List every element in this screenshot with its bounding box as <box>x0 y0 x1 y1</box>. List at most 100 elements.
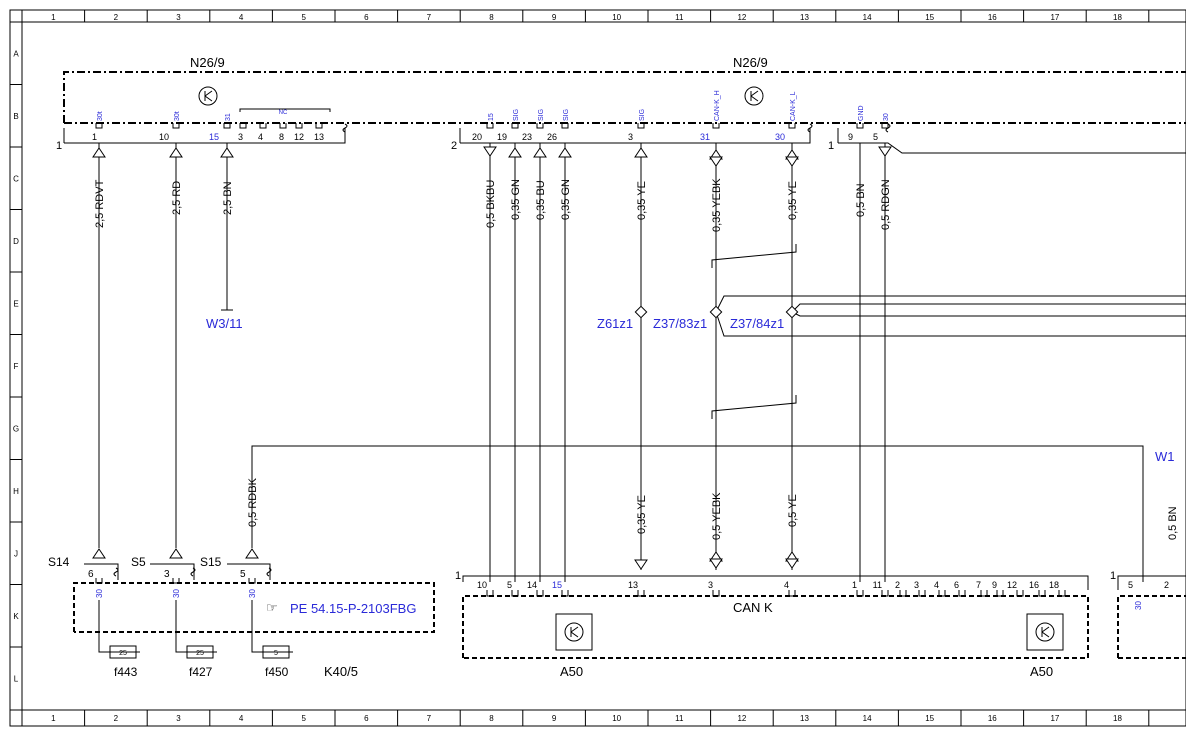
pin-socket <box>172 578 180 584</box>
grid-col-label: 17 <box>1050 13 1059 22</box>
pin-socket <box>856 123 864 129</box>
wire-label: 0,35 GN <box>560 179 572 220</box>
grid-col-label: 7 <box>427 13 432 22</box>
pin-label: 10 <box>477 580 487 590</box>
grid-col-label: 12 <box>737 13 746 22</box>
k40-5-label: K40/5 <box>324 664 358 679</box>
a50-right-label: A50 <box>1030 664 1053 679</box>
connector-arrow <box>878 146 892 157</box>
connector-end-mark <box>885 123 891 133</box>
n26-9-module: N26/9 N26/9 <box>63 55 1186 124</box>
grid-row-label: B <box>13 112 18 121</box>
pin-socket <box>637 590 645 597</box>
pin-socket <box>248 578 256 584</box>
grid-col-label: 5 <box>301 714 306 723</box>
grid-col-label: 3 <box>176 714 181 723</box>
connector-arrow <box>785 156 799 167</box>
z37-83z1-label: Z37/83z1 <box>653 316 707 331</box>
pin-label: 3 <box>708 580 713 590</box>
pin-socket <box>259 123 267 129</box>
grid-col-label: 1 <box>51 13 56 22</box>
pin-socket <box>881 123 889 129</box>
pin-socket <box>980 590 988 597</box>
connector-end-mark <box>266 567 272 577</box>
signal-label: 30 <box>248 589 257 598</box>
pin-socket <box>486 590 494 597</box>
pin-label: 30 <box>775 132 785 142</box>
connector-1-label: 1 <box>56 140 62 152</box>
signal-label: GND <box>858 105 865 121</box>
grid-col-label: 16 <box>988 714 997 723</box>
connector-arrow <box>634 147 648 158</box>
grid-col-label: 13 <box>800 714 809 723</box>
grid-col-label: 16 <box>988 13 997 22</box>
nc-label: NC <box>279 110 288 116</box>
grid-col-label: 14 <box>863 714 872 723</box>
grid-row-label: H <box>13 487 19 496</box>
pin-label: 20 <box>472 132 482 142</box>
pin-label: 18 <box>1049 580 1059 590</box>
pin-label: 6 <box>954 580 959 590</box>
connector-arrow <box>169 548 183 559</box>
connector-arrow <box>785 558 799 569</box>
connector-end-mark <box>113 567 119 577</box>
wire-label: 0,35 YEBK <box>711 178 723 232</box>
wire-label: 0,5 RDGN <box>880 179 892 230</box>
connector-1-a50-label: 1 <box>455 570 461 582</box>
signal-label: SIG <box>538 109 545 121</box>
connector-arrow <box>709 558 723 569</box>
grid-col-label: 7 <box>427 714 432 723</box>
pin-socket <box>1038 590 1046 597</box>
grid-col-label: 3 <box>176 13 181 22</box>
wire-label: 0,5 BN <box>1167 506 1179 540</box>
connector-arrow <box>558 147 572 158</box>
pin-label: 5 <box>1128 580 1133 590</box>
grid-row-label: F <box>14 362 19 371</box>
grid-col-label: 11 <box>675 714 684 723</box>
can-k-label: CAN K <box>733 600 773 615</box>
grid-col-label: 10 <box>612 13 621 22</box>
wire-label: 2,5 RD <box>171 181 183 215</box>
grid-col-label: 13 <box>800 13 809 22</box>
pin-socket <box>788 123 796 129</box>
connector-arrows <box>92 146 892 570</box>
connector-arrow <box>634 559 648 570</box>
grid-col-label: 18 <box>1113 714 1122 723</box>
wire-label: 0,5 YEBK <box>711 492 723 540</box>
grid-col-label: 17 <box>1050 714 1059 723</box>
pin-socket <box>918 590 926 597</box>
grid-col-label: 6 <box>364 13 369 22</box>
transistor-icon <box>744 86 764 106</box>
pin-label: 14 <box>527 580 537 590</box>
s15-label: S15 <box>200 555 222 569</box>
connector-arrow <box>245 548 259 559</box>
fuse-f443-label: f443 <box>114 665 138 679</box>
s14-label: S14 <box>48 555 70 569</box>
fuse-f450-label: f450 <box>265 665 289 679</box>
pin-label: 7 <box>976 580 981 590</box>
ref-doc-link[interactable]: PE 54.15-P-2103FBG <box>290 601 416 616</box>
connector-2-label: 2 <box>451 140 457 152</box>
z37-84z1-label: Z37/84z1 <box>730 316 784 331</box>
grid-col-label: 15 <box>925 13 934 22</box>
connector-arrow <box>169 147 183 158</box>
pin-label: 6 <box>88 569 94 580</box>
grid-row-label: K <box>13 612 19 621</box>
pin-label: 3 <box>164 569 170 580</box>
pin-label: 3 <box>238 132 243 142</box>
pin-socket <box>1016 590 1024 597</box>
grid-row-label: L <box>14 674 19 683</box>
connector-arrow <box>533 147 547 158</box>
splice-icons <box>634 305 799 319</box>
far-right-block: 1 5 2 30 <box>1110 570 1186 659</box>
pin-label: 4 <box>258 132 263 142</box>
grid-col-label: 10 <box>612 714 621 723</box>
grid-col-label: 2 <box>114 714 119 723</box>
wire-label: 0,5 BN <box>855 183 867 217</box>
fuse-f427-label: f427 <box>189 665 213 679</box>
connector-arrow <box>92 548 106 559</box>
